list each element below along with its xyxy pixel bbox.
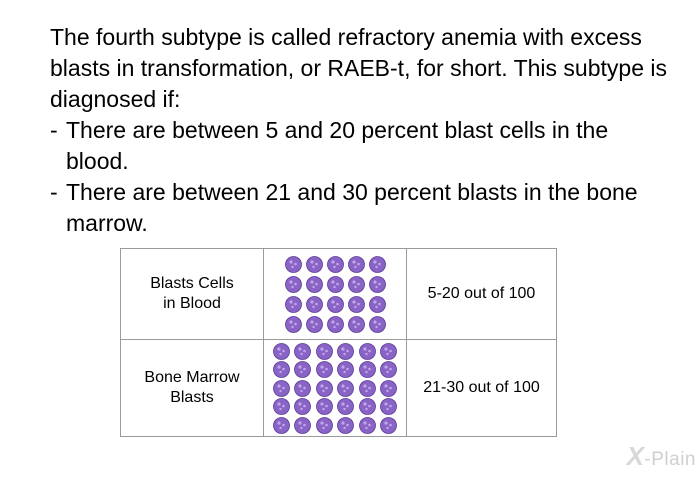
blast-comparison-table: Blasts Cells in Blood 5-20 out of 100 Bo… [120,248,557,437]
blast-cell-icon [284,315,302,333]
blast-cell-icon [294,379,312,397]
blast-cell-icon [305,255,323,273]
blast-cell-icon [347,315,365,333]
row-value-marrow: 21-30 out of 100 [406,339,557,437]
blast-cell-icon [337,416,355,434]
blast-cell-icon [326,275,344,293]
criteria-item-blood: - There are between 5 and 20 percent bla… [50,115,670,177]
blast-cell-icon [272,416,290,434]
blast-cell-icon [358,379,376,397]
blast-cell-icon [380,361,398,378]
row-label-marrow: Bone Marrow Blasts [120,339,264,437]
blast-cell-icon [358,398,376,415]
blast-cell-icon [315,416,333,434]
xplain-logo-text: -Plain [644,449,696,470]
marrow-cells-grid [264,342,406,434]
blood-cells-illustration [263,248,407,340]
marrow-cells-illustration [263,339,407,437]
xplain-logo: X-Plain [627,441,696,472]
blast-cell-icon [326,255,344,273]
criteria-text-marrow: There are between 21 and 30 percent blas… [66,179,638,236]
xplain-logo-x: X [626,441,645,471]
row-value-blood-text: 5-20 out of 100 [427,285,536,302]
blast-cell-icon [294,416,312,434]
row-label-blood: Blasts Cells in Blood [120,248,264,340]
blast-cell-icon [315,361,333,378]
row-value-blood: 5-20 out of 100 [406,248,557,340]
blast-cell-icon [294,361,312,378]
blast-cell-icon [358,342,376,360]
criteria-text-blood: There are between 5 and 20 percent blast… [66,117,609,174]
blast-cell-icon [368,275,386,293]
blast-cell-icon [380,342,398,360]
table-row-blood: Blasts Cells in Blood 5-20 out of 100 [120,248,557,340]
blast-cell-icon [315,379,333,397]
blast-cell-icon [315,342,333,360]
blast-cell-icon [358,361,376,378]
content-area: The fourth subtype is called refractory … [50,22,670,239]
blast-cell-icon [380,398,398,415]
criteria-list: - There are between 5 and 20 percent bla… [50,115,670,239]
blast-cell-icon [272,379,290,397]
row-value-marrow-text: 21-30 out of 100 [423,379,540,396]
blast-cell-icon [380,416,398,434]
blast-cell-icon [284,255,302,273]
blast-cell-icon [358,416,376,434]
blast-cell-icon [315,398,333,415]
blast-cell-icon [326,315,344,333]
criteria-item-marrow: - There are between 21 and 30 percent bl… [50,177,670,239]
blast-cell-icon [294,342,312,360]
blast-cell-icon [284,275,302,293]
blast-cell-icon [272,361,290,378]
blast-cell-icon [305,315,323,333]
blast-cell-icon [337,398,355,415]
blast-cell-icon [347,275,365,293]
table-row-marrow: Bone Marrow Blasts 21-30 out of 100 [120,339,557,437]
blast-cell-icon [272,342,290,360]
blast-cell-icon [305,295,323,313]
blast-cell-icon [337,379,355,397]
intro-paragraph: The fourth subtype is called refractory … [50,24,667,112]
blast-cell-icon [347,295,365,313]
blast-cell-icon [368,255,386,273]
row-label-marrow-text: Bone Marrow Blasts [144,369,240,406]
blood-cells-grid [264,255,406,333]
blast-cell-icon [337,342,355,360]
blast-cell-icon [368,315,386,333]
blast-cell-icon [284,295,302,313]
bullet-dash: - [50,117,58,143]
blast-cell-icon [326,295,344,313]
blast-cell-icon [272,398,290,415]
row-label-blood-text: Blasts Cells in Blood [150,275,234,312]
blast-cell-icon [294,398,312,415]
blast-cell-icon [337,361,355,378]
blast-cell-icon [347,255,365,273]
blast-cell-icon [368,295,386,313]
blast-cell-icon [380,379,398,397]
bullet-dash: - [50,179,58,205]
blast-cell-icon [305,275,323,293]
